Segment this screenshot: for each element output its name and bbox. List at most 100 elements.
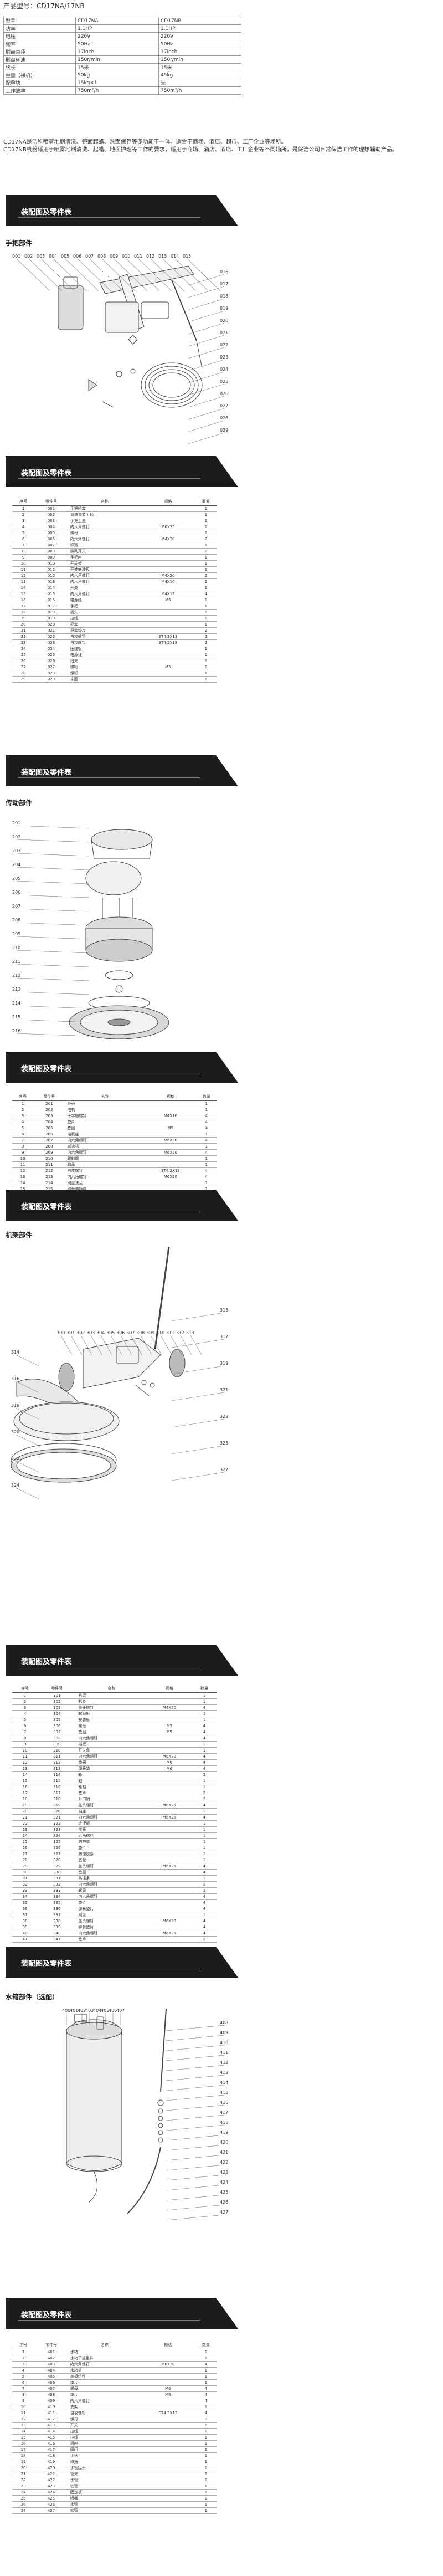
spec-cell: 220V (158, 32, 241, 40)
table-cell: 332 (38, 1881, 76, 1888)
table-cell (141, 530, 195, 536)
table-cell: 4 (195, 1174, 217, 1180)
table-cell: 内六角螺钉 (76, 1881, 147, 1888)
table-header-row: 序号零件号名称规格数量 (12, 2341, 217, 2349)
table-cell: 1 (194, 511, 217, 518)
table-cell: 15 (12, 1778, 38, 1784)
section-title-handle: 手把部件 (6, 239, 33, 247)
table-cell: 防撞条 (76, 1875, 147, 1882)
callout-label: 003 (37, 254, 45, 259)
table-cell: 1 (194, 585, 217, 591)
column-header: 规格 (141, 2341, 195, 2349)
callout-leader (16, 825, 89, 829)
column-header: 数量 (195, 1093, 217, 1101)
table-cell: 1 (194, 542, 217, 549)
table-cell (145, 1100, 196, 1107)
table-cell (141, 2398, 195, 2404)
table-cell: 2 (191, 1796, 217, 1802)
table-cell (141, 603, 195, 610)
table-cell: 409 (34, 2398, 68, 2404)
spec-cell: 1.1HP (75, 24, 159, 33)
column-header: 名称 (68, 2341, 142, 2349)
table-cell (141, 554, 195, 561)
callout-leader (100, 1335, 112, 1355)
callout-label: 414 (220, 2080, 228, 2085)
table-cell: 26 (12, 1845, 38, 1851)
table-cell: 31 (12, 1875, 38, 1882)
table-cell: 339 (38, 1924, 76, 1930)
table-cell: 1 (191, 1741, 217, 1748)
table-cell: 201 (33, 1100, 65, 1107)
callout-label: 413 (220, 2070, 228, 2075)
callout-leader (166, 2055, 225, 2061)
table-cell (141, 511, 195, 518)
table-cell: 12 (12, 2416, 35, 2423)
section-title-drive: 传动部件 (6, 799, 33, 807)
table-cell: 408 (34, 2391, 68, 2398)
callout-label: 313 (186, 1330, 194, 1335)
table-cell: 21 (12, 2471, 35, 2477)
table-cell (147, 1881, 192, 1888)
table-cell: 2 (12, 1107, 34, 1113)
table-cell: 1 (194, 2507, 217, 2514)
table-cell: 减速机 (65, 1143, 146, 1150)
table-cell: 24 (12, 2489, 35, 2496)
table-cell (141, 627, 195, 634)
banner-title: 装配图及零件表 (21, 769, 72, 777)
table-cell: 4 (191, 1814, 217, 1821)
table-cell: 1 (194, 2367, 217, 2374)
callout-label: 210 (12, 945, 20, 950)
table-cell: 212 (33, 1167, 65, 1174)
table-cell: 水箱 (68, 2349, 142, 2355)
table-cell: 轴 (76, 1778, 147, 1784)
callout-label: 324 (11, 1483, 19, 1488)
table-cell: 垫片 (76, 1790, 147, 1796)
table-cell: 013 (34, 578, 68, 585)
callout-leader (188, 383, 225, 396)
callout-leader (166, 2184, 225, 2191)
table-cell: 14 (12, 2428, 35, 2435)
table-cell: 025 (34, 652, 68, 658)
table-cell: 014 (34, 585, 68, 591)
spec-cell: 刷盘转速 (3, 55, 76, 64)
table-cell: 002 (34, 511, 68, 518)
table-cell: 316 (38, 1784, 76, 1790)
table-cell: 13 (12, 1765, 38, 1772)
spec-cell: 150r/min (158, 55, 241, 64)
table-cell: 11 (12, 566, 35, 573)
table-cell (141, 2446, 195, 2453)
banner-corner (216, 1052, 238, 1083)
table-cell: 1 (191, 1808, 217, 1815)
callout-label: 423 (220, 2170, 228, 2175)
table-cell: 28 (12, 1857, 38, 1863)
table-cell: 1 (191, 1698, 217, 1705)
table-cell: 水箱盖 (68, 2367, 142, 2374)
table-cell: 1 (194, 566, 217, 573)
table-cell (141, 676, 195, 683)
table-cell: 安装板 (76, 1717, 147, 1723)
callout-leader (166, 2114, 225, 2121)
spec-cell: 50Hz (75, 40, 159, 48)
callout-leader (16, 839, 89, 843)
table-cell (145, 1180, 196, 1186)
table-cell: M5 (147, 1729, 192, 1735)
table-cell: 427 (34, 2507, 68, 2514)
table-cell (145, 1155, 196, 1162)
table-cell: 34 (12, 1893, 38, 1900)
table-cell: 3 (12, 1704, 38, 1711)
table-cell (141, 2501, 195, 2508)
table-cell (147, 1851, 192, 1857)
callout-leader (166, 2174, 225, 2181)
table-cell: 008 (34, 548, 68, 555)
callout-leader (188, 432, 225, 444)
